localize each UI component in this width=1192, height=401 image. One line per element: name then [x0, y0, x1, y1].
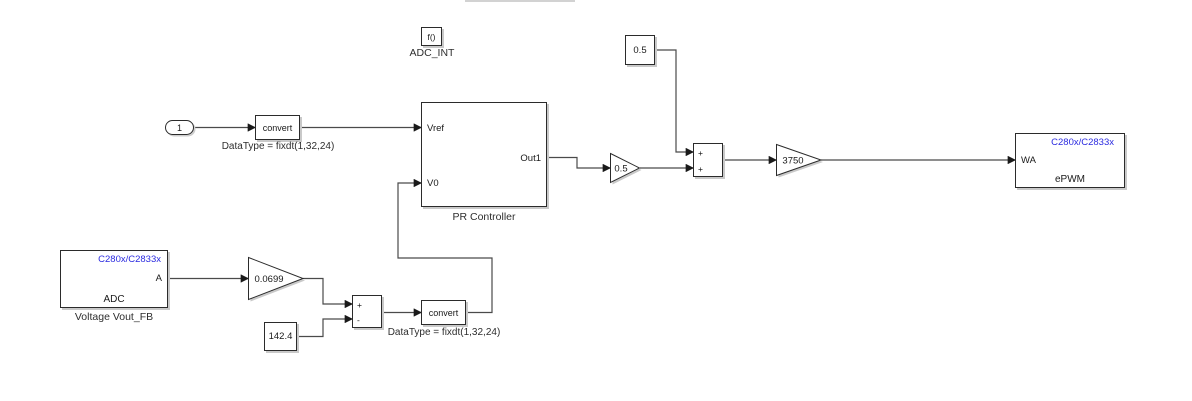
pr-port-v0: V0 [427, 178, 439, 189]
window-edge-fragment [465, 0, 575, 2]
epwm-target-header: C280x/C2833x [1051, 137, 1114, 148]
constant-offset-value: 142.4 [268, 331, 293, 342]
sum2-sign-bottom: - [357, 315, 360, 325]
adc-name: ADC [103, 294, 125, 305]
convert1-datatype-label: DataType = fixdt(1,32,24) [221, 141, 335, 152]
gain-half-value: 0.5 [614, 164, 627, 175]
gain-sense-block[interactable]: 0.0699 [248, 256, 308, 304]
epwm-name: ePWM [1055, 174, 1085, 185]
adc-block[interactable]: C280x/C2833x A ADC [60, 250, 168, 308]
convert2-datatype-label: DataType = fixdt(1,32,24) [387, 327, 501, 338]
adc-block-label: Voltage Vout_FB [74, 311, 154, 323]
function-call-label: ADC_INT [409, 47, 455, 59]
convert1-text: convert [262, 122, 293, 133]
wire-constant-half-to-sum1[interactable] [655, 49, 695, 157]
constant-half-value: 0.5 [633, 44, 647, 56]
wire-gain-sense-to-sum2[interactable] [303, 277, 354, 309]
inport-number: 1 [176, 122, 182, 133]
pr-controller-block[interactable]: Vref V0 Out1 [421, 102, 547, 207]
function-call-text: f() [427, 31, 436, 42]
sum2-block[interactable]: + - [352, 295, 382, 328]
gain-sense-value: 0.0699 [254, 274, 283, 285]
sum1-sign-bottom: + [698, 164, 703, 174]
adc-port-a: A [155, 273, 162, 284]
epwm-port-wa: WA [1021, 155, 1036, 166]
wire-out1-to-gain-half[interactable] [547, 156, 612, 173]
function-call-block[interactable]: f() [421, 27, 442, 46]
pr-port-vref: Vref [427, 123, 445, 134]
sum1-block[interactable]: + + [693, 143, 723, 177]
convert1-block[interactable]: convert [255, 115, 300, 140]
constant-offset-block[interactable]: 142.4 [264, 322, 297, 351]
wire-convert2-to-v0[interactable] [397, 178, 493, 314]
pr-controller-label: PR Controller [452, 211, 516, 223]
pr-port-out1: Out1 [520, 153, 541, 164]
convert2-text: convert [428, 307, 459, 318]
gain-3750-value: 3750 [782, 156, 803, 167]
adc-target-header: C280x/C2833x [98, 254, 161, 265]
constant-half-block[interactable]: 0.5 [625, 35, 655, 65]
sum2-sign-top: + [357, 300, 362, 310]
gain-half-block[interactable]: 0.5 [610, 152, 644, 187]
gain-3750-block[interactable]: 3750 [776, 143, 826, 180]
wire-constant-offset-to-sum2[interactable] [297, 314, 354, 338]
epwm-block[interactable]: C280x/C2833x WA ePWM [1015, 133, 1125, 188]
sum1-sign-top: + [698, 148, 703, 158]
inport-block[interactable]: 1 [165, 120, 194, 135]
convert2-block[interactable]: convert [421, 300, 466, 325]
